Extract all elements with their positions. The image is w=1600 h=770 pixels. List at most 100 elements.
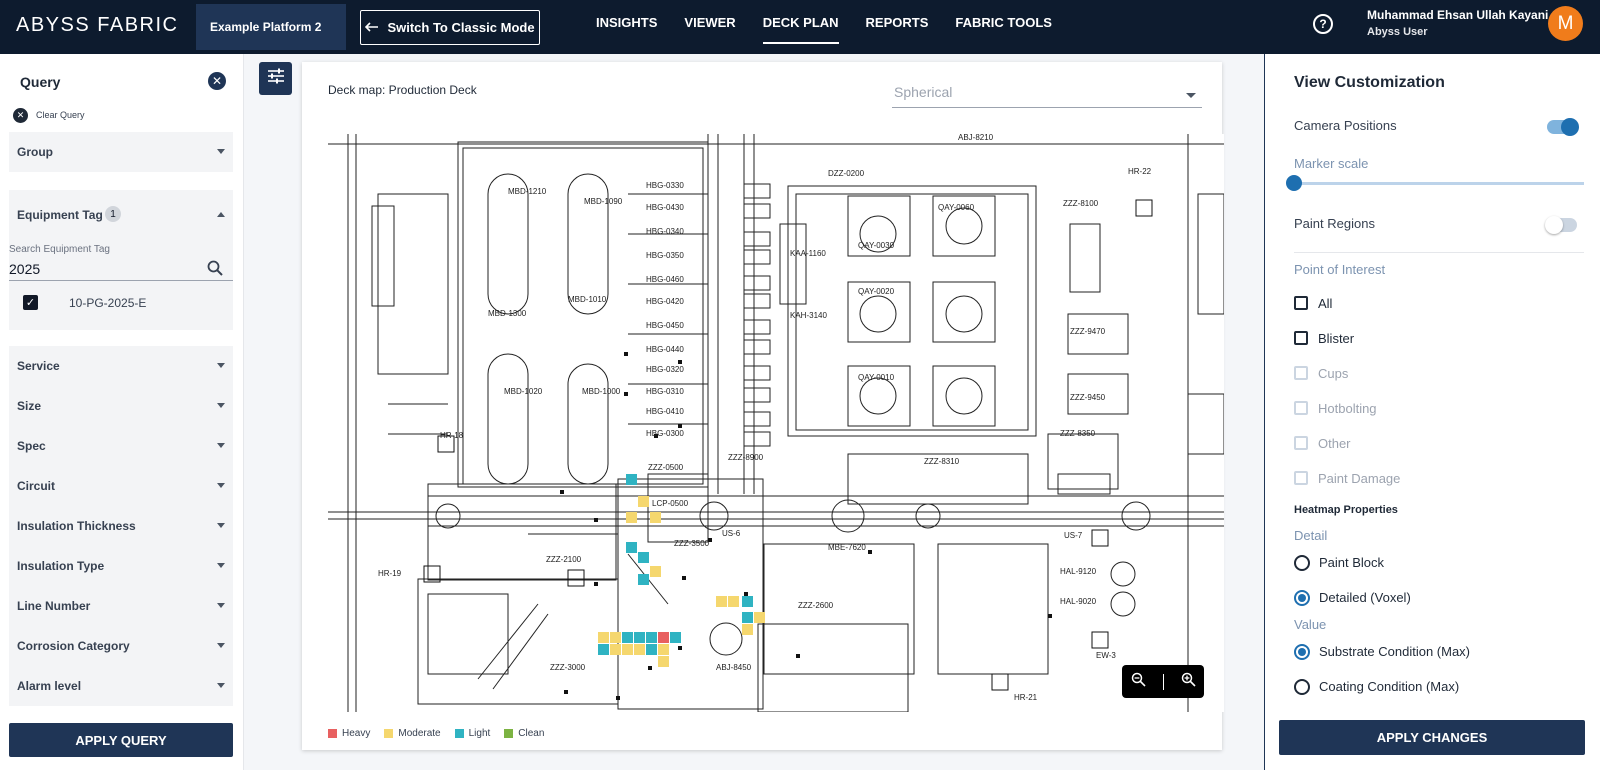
drawing-label: HR-21 <box>1014 693 1038 702</box>
drawing-label: HBG-0340 <box>646 227 684 236</box>
heatmap-cell-light[interactable] <box>670 632 681 643</box>
heatmap-cell-moderate[interactable] <box>742 624 753 635</box>
legend-light: Light <box>454 728 490 739</box>
drawing-label: MBD-1020 <box>504 387 543 396</box>
heatmap-cell-light[interactable] <box>742 596 753 607</box>
camera-positions-toggle[interactable] <box>1547 118 1579 136</box>
search-icon[interactable] <box>207 260 223 276</box>
nav-reports[interactable]: REPORTS <box>865 15 929 30</box>
heatmap-cell-light[interactable] <box>622 632 633 643</box>
clear-query-label[interactable]: Clear Query <box>36 110 85 120</box>
value-substrate-label[interactable]: Substrate Condition (Max) <box>1319 644 1471 659</box>
heatmap-cell-moderate[interactable] <box>658 644 669 655</box>
filter-line-number[interactable]: Line Number <box>9 586 233 626</box>
apply-changes-button[interactable]: APPLY CHANGES <box>1279 720 1585 755</box>
equipment-tag-label[interactable]: Equipment Tag <box>17 208 103 222</box>
nav-deck-plan[interactable]: DECK PLAN <box>762 0 839 44</box>
user-avatar[interactable]: M <box>1548 6 1583 41</box>
heatmap-cell-moderate[interactable] <box>598 632 609 643</box>
heatmap-cell-moderate[interactable] <box>754 612 765 623</box>
drawing-label: HBG-0420 <box>646 297 684 306</box>
filter-service[interactable]: Service <box>9 346 233 386</box>
detail-voxel-radio[interactable] <box>1294 590 1310 606</box>
abyss-fabric-logo[interactable]: ABYSS FABRIC <box>16 14 179 36</box>
search-equipment-tag-input[interactable] <box>9 257 233 281</box>
nav-viewer[interactable]: VIEWER <box>684 15 736 30</box>
heatmap-cell-moderate[interactable] <box>658 656 669 667</box>
projection-select[interactable]: Spherical <box>892 84 1202 108</box>
value-coating-label[interactable]: Coating Condition (Max) <box>1319 679 1460 694</box>
marker-scale-track[interactable] <box>1294 182 1584 185</box>
heatmap-cell-light[interactable] <box>646 644 657 655</box>
filter-circuit[interactable]: Circuit <box>9 466 233 506</box>
poi-all-label[interactable]: All <box>1318 296 1333 311</box>
heatmap-cell-light[interactable] <box>646 632 657 643</box>
heatmap-cell-heavy[interactable] <box>658 632 669 643</box>
drawing-label: ZZZ-8900 <box>728 453 764 462</box>
value-substrate-radio[interactable] <box>1294 644 1310 660</box>
toggle-filters-button[interactable] <box>259 62 292 95</box>
heatmap-cell-moderate[interactable] <box>610 644 621 655</box>
view-customization-title: View Customization <box>1294 74 1445 91</box>
poi-blister-checkbox[interactable] <box>1294 331 1308 345</box>
drawing-label: ZZZ-8350 <box>1060 429 1096 438</box>
heatmap-cell-moderate[interactable] <box>634 644 645 655</box>
clear-query-icon[interactable]: ✕ <box>13 108 28 123</box>
heatmap-cell-light[interactable] <box>742 612 753 623</box>
filter-alarm-level[interactable]: Alarm level <box>9 666 233 706</box>
equipment-result-label[interactable]: 10-PG-2025-E <box>69 296 147 310</box>
filter-insulation-type[interactable]: Insulation Type <box>9 546 233 586</box>
filter-group[interactable]: Group <box>9 132 233 172</box>
heatmap-legend: Heavy Moderate Light Clean <box>328 728 544 739</box>
chevron-down-icon <box>217 443 225 448</box>
chevron-up-icon[interactable] <box>217 212 225 217</box>
heatmap-cell-moderate[interactable] <box>622 644 633 655</box>
switch-classic-mode-button[interactable]: Switch To Classic Mode <box>360 10 540 45</box>
query-panel: Query ✕ ✕ Clear Query Group Equipment Ta… <box>0 54 244 770</box>
toggle-knob <box>1561 118 1579 136</box>
heatmap-cell-light[interactable] <box>638 552 649 563</box>
heatmap-cell-moderate[interactable] <box>716 596 727 607</box>
detail-paint-block-radio[interactable] <box>1294 555 1310 571</box>
value-coating-radio[interactable] <box>1294 679 1310 695</box>
toggle-knob <box>1545 216 1563 234</box>
filter-insulation-thickness[interactable]: Insulation Thickness <box>9 506 233 546</box>
paint-regions-toggle[interactable] <box>1545 216 1577 234</box>
marker-scale-knob[interactable] <box>1286 175 1302 191</box>
heatmap-cell-moderate[interactable] <box>610 632 621 643</box>
close-query-icon[interactable]: ✕ <box>208 72 226 90</box>
heatmap-cell-light[interactable] <box>626 474 637 485</box>
main-nav: INSIGHTS VIEWER DECK PLAN REPORTS FABRIC… <box>596 0 1079 54</box>
poi-all-checkbox[interactable] <box>1294 296 1308 310</box>
heatmap-cell-light[interactable] <box>626 542 637 553</box>
filter-spec[interactable]: Spec <box>9 426 233 466</box>
paint-regions-label: Paint Regions <box>1294 216 1375 231</box>
heatmap-cell-light[interactable] <box>598 644 609 655</box>
help-icon[interactable]: ? <box>1313 14 1333 34</box>
zoom-in-icon[interactable] <box>1181 672 1196 692</box>
heatmap-cell-light[interactable] <box>638 574 649 585</box>
heatmap-cell-moderate[interactable] <box>650 512 661 523</box>
detail-voxel-label[interactable]: Detailed (Voxel) <box>1319 590 1411 605</box>
heatmap-cell-light[interactable] <box>634 632 645 643</box>
detail-paint-block-label[interactable]: Paint Block <box>1319 555 1385 570</box>
camera-positions-label: Camera Positions <box>1294 118 1397 133</box>
filter-corrosion-category[interactable]: Corrosion Category <box>9 626 233 666</box>
poi-blister-label[interactable]: Blister <box>1318 331 1355 346</box>
zoom-out-icon[interactable] <box>1131 672 1146 692</box>
heatmap-cell-moderate[interactable] <box>728 596 739 607</box>
apply-query-button[interactable]: APPLY QUERY <box>9 723 233 757</box>
heatmap-cell-moderate[interactable] <box>638 496 649 507</box>
filter-size[interactable]: Size <box>9 386 233 426</box>
drawing-label: HBG-0320 <box>646 365 684 374</box>
heatmap-cell-moderate[interactable] <box>626 512 637 523</box>
nav-insights[interactable]: INSIGHTS <box>596 15 658 30</box>
drawing-label: HAL-9120 <box>1060 567 1097 576</box>
equipment-result-checkbox[interactable]: ✓ <box>23 295 38 310</box>
chevron-down-icon <box>217 523 225 528</box>
heatmap-cell-moderate[interactable] <box>650 566 661 577</box>
platform-selector[interactable]: Example Platform 2 <box>196 4 346 50</box>
nav-fabric-tools[interactable]: FABRIC TOOLS <box>955 15 1052 30</box>
drawing-label: MBD-1010 <box>568 295 607 304</box>
